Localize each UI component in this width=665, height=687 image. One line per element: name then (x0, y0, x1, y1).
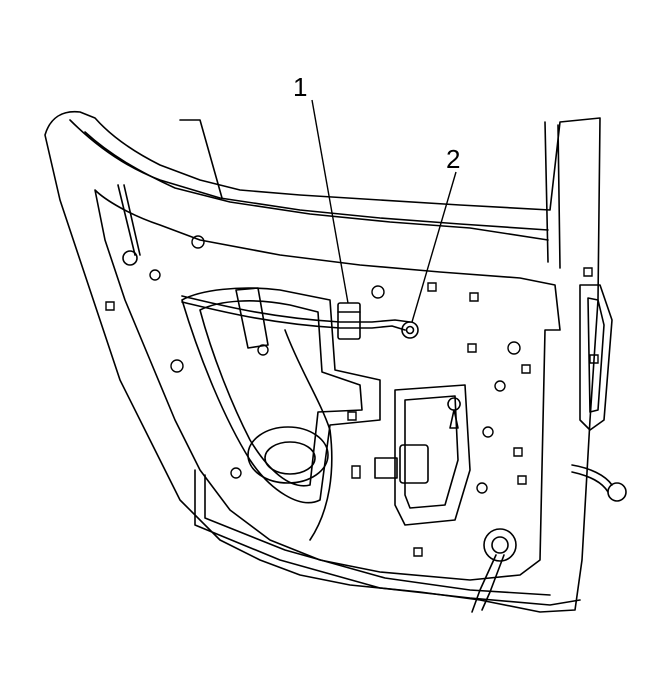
actuator-bracket (375, 458, 397, 478)
lock-rod (118, 185, 140, 255)
wire-harness (182, 296, 410, 322)
wire-connector (402, 322, 418, 338)
hole (352, 466, 360, 478)
rod-clip (123, 251, 137, 265)
hole (508, 342, 520, 354)
speaker (248, 427, 328, 483)
wire-down-speaker (285, 330, 332, 540)
hole (372, 286, 384, 298)
window-frame-inner (85, 132, 548, 240)
hole (106, 302, 114, 310)
harness-exit (472, 555, 504, 612)
hole (483, 427, 493, 437)
callout-label-1: 1 (293, 72, 308, 102)
hole (348, 412, 356, 420)
door-outer-frame (45, 112, 600, 612)
hole (522, 365, 530, 373)
lock-actuator-inner (405, 396, 458, 508)
hole (590, 355, 598, 363)
lock-actuator (395, 385, 470, 525)
lower-opening (182, 288, 380, 503)
hole (192, 236, 204, 248)
grommet-inner (492, 537, 508, 553)
hole (414, 548, 422, 556)
inner-panel (95, 190, 560, 580)
side-connector (608, 483, 626, 501)
door-bottom (195, 470, 580, 605)
wire-harness-2 (182, 302, 405, 330)
speaker-inner (265, 442, 315, 474)
hole (514, 448, 522, 456)
window-frame-outer (70, 120, 548, 230)
hinge-pillar (580, 285, 612, 430)
hole (231, 468, 241, 478)
hole (477, 483, 487, 493)
hole (495, 381, 505, 391)
door-bottom-inner (205, 475, 550, 595)
window-channel-left (180, 120, 222, 198)
window-channel-right (545, 122, 548, 262)
hole (470, 293, 478, 301)
hole (171, 360, 183, 372)
side-harness (572, 465, 612, 492)
handle-recess (236, 288, 268, 348)
hole (518, 476, 526, 484)
window-channel-right-2 (558, 125, 560, 268)
keyhole (448, 398, 460, 428)
grommet (484, 529, 516, 561)
hinge-pillar-inner (588, 298, 604, 412)
hole (468, 344, 476, 352)
callout-1-leader (312, 100, 348, 303)
actuator-motor (400, 445, 428, 483)
hole (150, 270, 160, 280)
hole (258, 345, 268, 355)
callout-label-2: 2 (446, 144, 461, 174)
hole (428, 283, 436, 291)
hole (584, 268, 592, 276)
harness-clip (338, 303, 360, 339)
callout-2-leader (412, 172, 456, 322)
wire-connector-inner (407, 327, 414, 334)
